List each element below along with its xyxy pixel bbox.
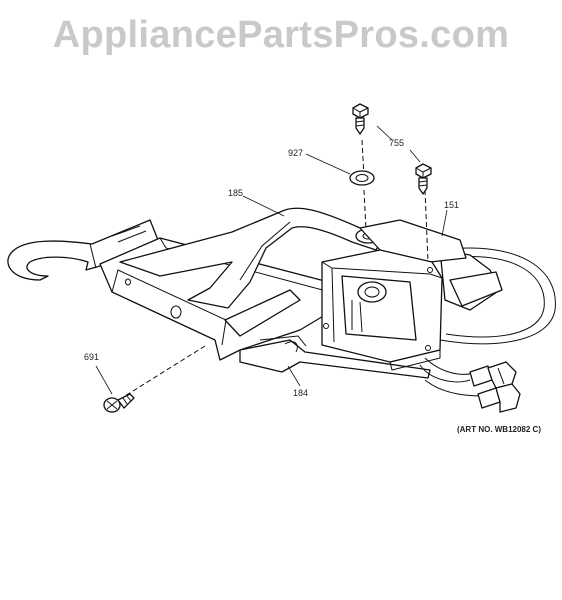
assembly-lines [124,139,429,397]
lower-rail [239,335,431,379]
latch-hook-arm [7,219,159,281]
motor-assembly-151 [321,219,503,371]
art-number: (ART NO. WB12082 C) [457,425,541,434]
watermark-logo: AppliancePartsPros.com [52,14,510,56]
screw-755-top [352,103,369,135]
leader-lines [95,125,448,395]
wire-connectors [469,361,521,413]
callout-927: 927 [288,148,303,158]
callout-185: 185 [228,188,243,198]
screw-755-side [415,163,432,195]
screw-691 [103,393,135,413]
callout-184: 184 [293,388,308,398]
callout-691: 691 [84,352,99,362]
callout-755: 755 [389,138,404,148]
washer-927 [349,170,375,186]
callout-151: 151 [444,200,459,210]
